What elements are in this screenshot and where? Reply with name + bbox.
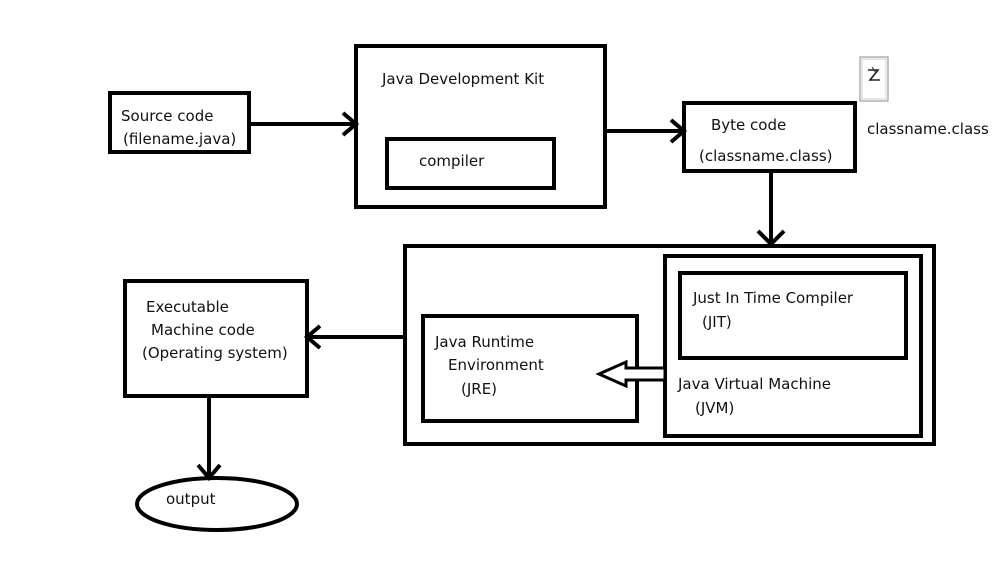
output-ellipse	[135, 476, 299, 532]
jvm-label-line2: (JVM)	[695, 399, 735, 417]
runtime-outer-box	[403, 244, 936, 446]
arrow-runtime-to-executable	[303, 324, 405, 350]
source-code-label-line1: Source code	[121, 107, 214, 125]
byte-code-label-line1: Byte code	[711, 116, 787, 134]
jre-label-line2: Environment	[448, 356, 544, 374]
jre-label-line1: Java Runtime	[435, 333, 535, 351]
class-file-icon	[859, 56, 889, 102]
arrow-source-to-jdk	[249, 111, 360, 137]
executable-label-line1: Executable	[146, 298, 229, 316]
jre-label-line3: (JRE)	[461, 380, 498, 398]
arrow-bytecode-to-runtime	[756, 171, 786, 247]
arrow-jvm-to-jre	[595, 359, 667, 389]
arrow-jdk-to-bytecode	[605, 118, 688, 144]
compiler-box	[385, 137, 556, 190]
jvm-box	[663, 254, 923, 438]
compiler-label: compiler	[419, 152, 485, 170]
jit-label-line1: Just In Time Compiler	[693, 289, 854, 307]
source-code-label-line2: (filename.java)	[123, 130, 237, 148]
executable-label-line2: Machine code	[151, 321, 255, 339]
output-label: output	[166, 490, 216, 508]
jdk-title: Java Development Kit	[382, 70, 545, 88]
class-file-label: classname.class	[867, 120, 989, 138]
jit-box	[678, 271, 908, 360]
jvm-label-line1: Java Virtual Machine	[678, 375, 832, 393]
arrow-executable-to-output	[196, 396, 222, 482]
jit-label-line2: (JIT)	[702, 313, 732, 331]
byte-code-label-line2: (classname.class)	[699, 147, 833, 165]
executable-label-line3: (Operating system)	[142, 344, 288, 362]
